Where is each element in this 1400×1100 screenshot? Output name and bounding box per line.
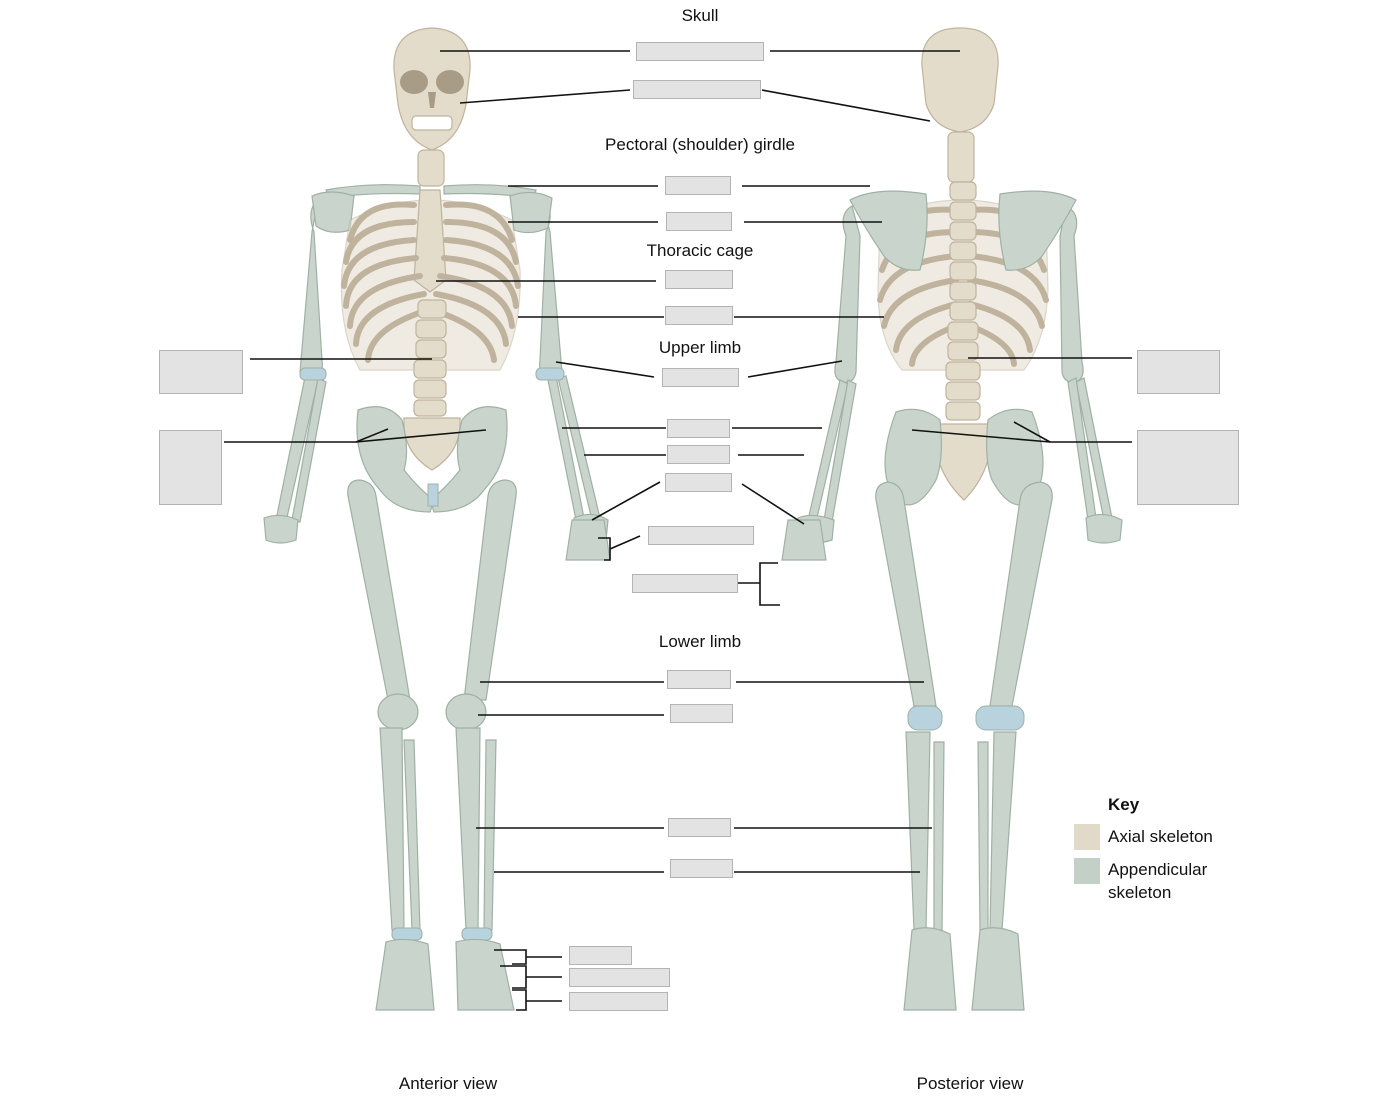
label-box-metacarpals[interactable] bbox=[648, 526, 754, 545]
heading-thoracic-cage: Thoracic cage bbox=[646, 241, 754, 260]
anterior-thoracic-cage bbox=[340, 189, 521, 371]
posterior-arm-left bbox=[797, 205, 861, 544]
label-box-phalanges-hand[interactable] bbox=[632, 574, 738, 593]
key-swatch-axial bbox=[1074, 824, 1100, 850]
label-box-metatarsals[interactable] bbox=[569, 968, 670, 987]
label-box-skull-face[interactable] bbox=[633, 80, 761, 99]
label-box-pelvic-girdle-posterior[interactable] bbox=[1137, 430, 1239, 505]
label-box-tibia[interactable] bbox=[668, 818, 731, 837]
posterior-legs bbox=[875, 481, 1053, 1011]
caption-anterior-view: Anterior view bbox=[398, 1074, 498, 1093]
posterior-arm-right bbox=[1059, 205, 1123, 544]
key-label-appendicular-line1: Appendicular bbox=[1108, 860, 1208, 879]
label-box-skull-cranium[interactable] bbox=[636, 42, 764, 61]
label-box-femur[interactable] bbox=[667, 670, 731, 689]
anterior-vertebral-column bbox=[403, 149, 461, 471]
caption-posterior-view: Posterior view bbox=[916, 1074, 1024, 1093]
heading-pectoral-girdle: Pectoral (shoulder) girdle bbox=[605, 135, 795, 154]
label-box-vertebral-column[interactable] bbox=[159, 350, 243, 394]
posterior-skull bbox=[921, 27, 999, 183]
label-box-clavicle[interactable] bbox=[665, 176, 731, 195]
hand-detail-right bbox=[781, 519, 827, 561]
label-box-ulna[interactable] bbox=[667, 445, 730, 464]
anterior-skeleton bbox=[263, 27, 609, 1011]
label-box-phalanges-foot[interactable] bbox=[569, 992, 668, 1011]
heading-skull: Skull bbox=[681, 6, 719, 25]
leader-lines bbox=[224, 50, 1132, 1011]
label-box-scapula[interactable] bbox=[666, 212, 732, 231]
key-title: Key bbox=[1108, 795, 1140, 814]
hand-detail-left bbox=[565, 519, 611, 561]
posterior-skeleton bbox=[797, 27, 1123, 1011]
heading-lower-limb: Lower limb bbox=[658, 632, 742, 651]
heading-upper-limb: Upper limb bbox=[658, 338, 742, 357]
anterior-skull bbox=[393, 27, 471, 151]
posterior-scapulae bbox=[849, 190, 1077, 271]
label-box-pelvic-girdle-anterior[interactable] bbox=[159, 430, 222, 505]
anterior-arm-right bbox=[535, 198, 609, 544]
label-box-carpals[interactable] bbox=[665, 473, 732, 492]
anterior-arm-left bbox=[263, 198, 327, 544]
key-label-axial: Axial skeleton bbox=[1108, 827, 1213, 846]
key-label-appendicular-line2: skeleton bbox=[1108, 883, 1172, 902]
label-box-humerus[interactable] bbox=[662, 368, 739, 387]
key-swatch-appendicular bbox=[1074, 858, 1100, 884]
posterior-pelvic-girdle bbox=[884, 408, 1044, 506]
anterior-legs bbox=[347, 479, 517, 1011]
label-box-tarsals[interactable] bbox=[569, 946, 632, 965]
posterior-vertebral-column bbox=[933, 181, 993, 501]
label-box-ribs[interactable] bbox=[665, 306, 733, 325]
label-box-patella[interactable] bbox=[670, 704, 733, 723]
label-box-radius[interactable] bbox=[667, 419, 730, 438]
label-box-sternum[interactable] bbox=[665, 270, 733, 289]
label-box-fibula[interactable] bbox=[670, 859, 733, 878]
label-box-vertebral-column-posterior[interactable] bbox=[1137, 350, 1220, 394]
